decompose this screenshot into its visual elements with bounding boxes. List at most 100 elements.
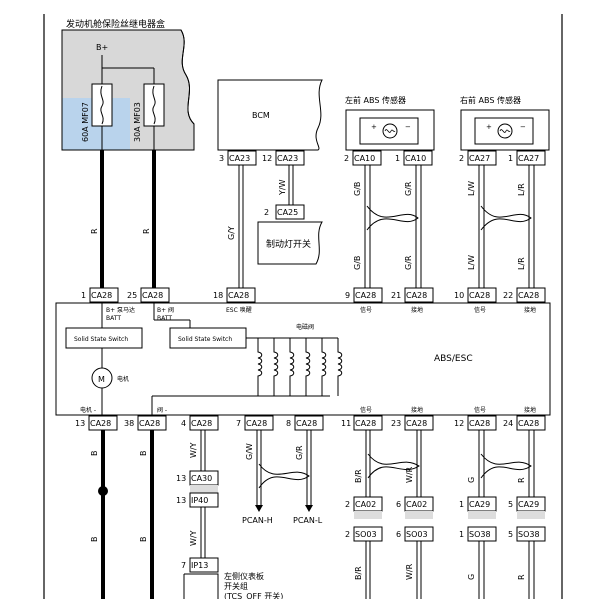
svg-text:电磁阀: 电磁阀 xyxy=(296,323,314,331)
svg-text:信号: 信号 xyxy=(360,406,372,414)
upper-wires: R R G/Y Y/W 2 CA25 制动灯开关 G/B G/R G/B G/R… xyxy=(90,150,535,288)
svg-text:(TCS_OFF 开关): (TCS_OFF 开关) xyxy=(224,591,283,599)
valve-coil xyxy=(305,338,311,396)
svg-text:B+ 阀: B+ 阀 xyxy=(157,306,174,314)
svg-text:电机 -: 电机 - xyxy=(80,406,96,414)
svg-text:3: 3 xyxy=(219,154,224,163)
svg-text:2: 2 xyxy=(264,208,269,217)
svg-text:CA27: CA27 xyxy=(518,154,539,163)
svg-text:B: B xyxy=(90,451,99,457)
svg-text:CA28: CA28 xyxy=(406,291,427,300)
svg-text:6: 6 xyxy=(396,530,401,539)
svg-text:CA30: CA30 xyxy=(191,474,212,483)
valve-coils xyxy=(257,337,343,396)
svg-text:CA02: CA02 xyxy=(406,500,427,509)
svg-text:CA28: CA28 xyxy=(91,291,112,300)
lower-ca28-connectors: 13 CA28 38 CA28 4 CA28 7 CA28 8 CA28 11 … xyxy=(75,415,546,431)
bplus-label: B+ xyxy=(96,43,108,52)
svg-text:18: 18 xyxy=(213,291,223,300)
svg-text:BATT: BATT xyxy=(157,315,172,322)
svg-text:G: G xyxy=(467,477,476,483)
svg-text:接地: 接地 xyxy=(411,406,423,414)
svg-text:CA28: CA28 xyxy=(246,419,267,428)
svg-text:BATT: BATT xyxy=(106,315,121,322)
svg-text:L/W: L/W xyxy=(467,181,476,196)
svg-text:CA27: CA27 xyxy=(469,154,490,163)
svg-text:9: 9 xyxy=(345,291,350,300)
svg-text:W/Y: W/Y xyxy=(189,442,198,458)
svg-text:2: 2 xyxy=(345,530,350,539)
svg-text:22: 22 xyxy=(503,291,513,300)
svg-text:1: 1 xyxy=(508,154,513,163)
svg-text:5: 5 xyxy=(508,500,513,509)
module-title: ABS/ESC xyxy=(434,354,473,364)
svg-text:B: B xyxy=(139,451,148,457)
svg-text:开关组: 开关组 xyxy=(224,581,248,591)
svg-text:CA28: CA28 xyxy=(518,291,539,300)
valve-coil xyxy=(273,338,279,396)
abs-esc-module: B+ 泵马达 BATT B+ 阀 BATT ESC 唤醒 信号 接地 信号 接地… xyxy=(55,302,551,416)
svg-text:CA28: CA28 xyxy=(191,419,212,428)
svg-text:G/R: G/R xyxy=(404,181,413,196)
svg-text:W/R: W/R xyxy=(405,466,414,483)
svg-text:L/R: L/R xyxy=(517,183,526,196)
svg-text:G/B: G/B xyxy=(353,182,362,196)
svg-text:CA10: CA10 xyxy=(354,154,375,163)
svg-text:CA28: CA28 xyxy=(142,291,163,300)
svg-text:1: 1 xyxy=(395,154,400,163)
svg-text:CA28: CA28 xyxy=(139,419,160,428)
svg-text:IP40: IP40 xyxy=(191,496,208,505)
svg-text:CA23: CA23 xyxy=(277,154,298,163)
svg-text:2: 2 xyxy=(345,500,350,509)
svg-text:7: 7 xyxy=(236,419,241,428)
svg-text:11: 11 xyxy=(341,419,351,428)
svg-text:G/B: G/B xyxy=(353,256,362,270)
pcan-l-label: PCAN-L xyxy=(293,516,323,525)
svg-text:CA29: CA29 xyxy=(518,500,539,509)
svg-text:SO38: SO38 xyxy=(518,530,540,539)
svg-text:25: 25 xyxy=(127,291,137,300)
svg-text:10: 10 xyxy=(454,291,464,300)
svg-text:CA28: CA28 xyxy=(469,291,490,300)
svg-text:7: 7 xyxy=(181,561,186,570)
svg-text:G/R: G/R xyxy=(295,445,304,460)
svg-text:6: 6 xyxy=(396,500,401,509)
svg-text:信号: 信号 xyxy=(474,406,486,414)
svg-text:CA28: CA28 xyxy=(355,291,376,300)
svg-text:B: B xyxy=(139,537,148,543)
svg-text:L/W: L/W xyxy=(467,255,476,270)
svg-text:IP13: IP13 xyxy=(191,561,208,570)
svg-text:SO03: SO03 xyxy=(406,530,428,539)
svg-text:G/Y: G/Y xyxy=(227,226,236,240)
relay-box: 发动机舱保险丝继电器盒 B+ 60A MF07 30A MF03 xyxy=(61,18,195,151)
sensor-left: 左前 ABS 传感器 + − xyxy=(345,95,435,151)
svg-text:信号: 信号 xyxy=(474,306,486,314)
module-title-group: ABS/ESC 电机 - 阀 - 信号 接地 信号 接地 xyxy=(80,354,536,414)
svg-text:4: 4 xyxy=(181,419,186,428)
svg-text:8: 8 xyxy=(286,419,291,428)
svg-text:R: R xyxy=(517,574,526,580)
pcan-h-label: PCAN-H xyxy=(242,516,273,525)
sensor-right: 右前 ABS 传感器 + − xyxy=(460,95,550,151)
svg-text:1: 1 xyxy=(81,291,86,300)
svg-text:13: 13 xyxy=(176,496,186,505)
svg-text:CA28: CA28 xyxy=(406,419,427,428)
svg-text:接地: 接地 xyxy=(524,406,536,414)
fuse1-label: 60A MF07 xyxy=(81,102,90,142)
svg-text:13: 13 xyxy=(75,419,85,428)
svg-text:B/R: B/R xyxy=(354,469,363,483)
svg-text:SO38: SO38 xyxy=(469,530,491,539)
svg-text:B/R: B/R xyxy=(354,566,363,580)
svg-text:21: 21 xyxy=(391,291,401,300)
svg-text:+: + xyxy=(371,123,377,131)
svg-text:Solid State Switch: Solid State Switch xyxy=(178,336,232,343)
upper-ca28-connectors: 1 CA28 25 CA28 18 CA28 9 CA28 21 CA28 10… xyxy=(81,287,546,303)
svg-text:接地: 接地 xyxy=(411,306,423,314)
svg-text:接地: 接地 xyxy=(524,306,536,314)
svg-text:CA28: CA28 xyxy=(90,419,111,428)
lower-wires: B B B B W/Y 13 CA30 13 IP40 W/Y 7 IP13 左… xyxy=(90,430,546,599)
sensor-left-title: 左前 ABS 传感器 xyxy=(345,95,406,105)
svg-text:12: 12 xyxy=(262,154,272,163)
bcm-box: BCM xyxy=(217,79,323,151)
